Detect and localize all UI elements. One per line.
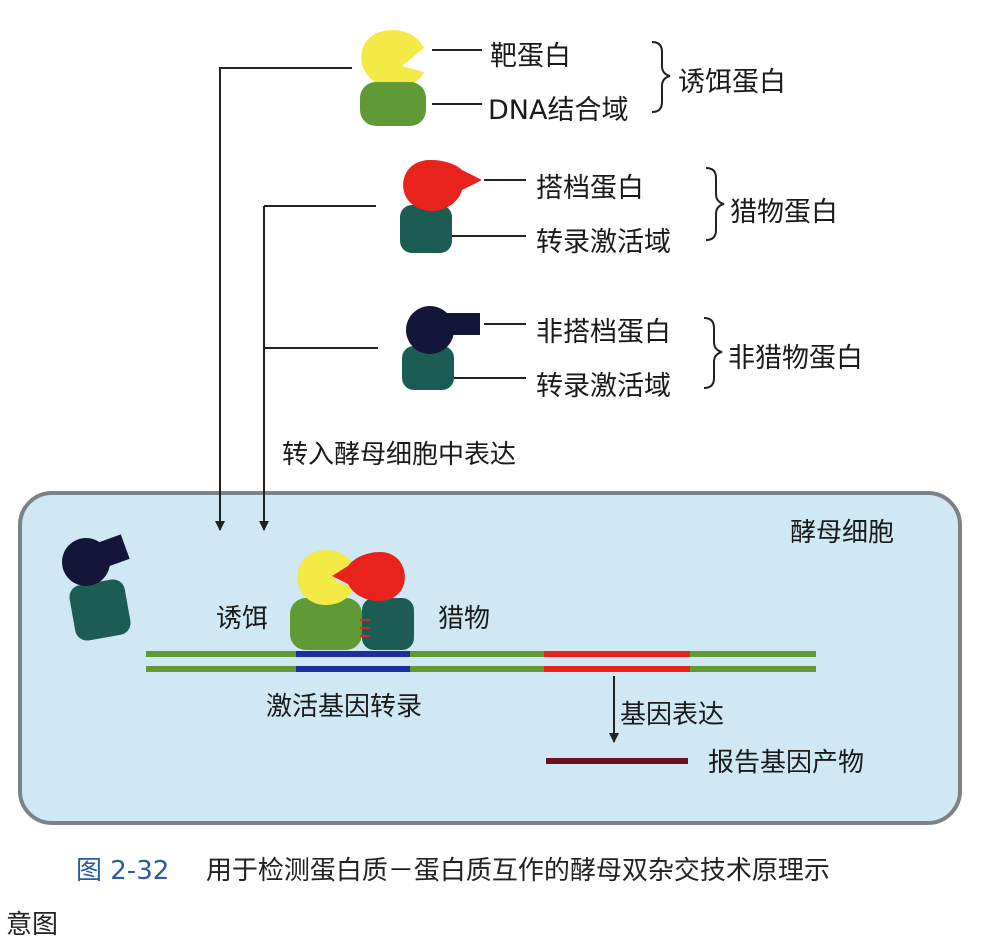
- reporter-product: [546, 758, 688, 764]
- non-prey-activation-domain: [402, 346, 454, 390]
- transfer-label: 转入酵母细胞中表达: [282, 440, 517, 470]
- prey-protein: [400, 160, 482, 253]
- activation-label: 激活基因转录: [266, 692, 423, 722]
- cell-title: 酵母细胞: [790, 518, 895, 548]
- non-prey-protein: [402, 306, 480, 390]
- reporter-gene: [544, 651, 690, 657]
- prey-partner-label: 搭档蛋白: [536, 173, 644, 204]
- caption-text-line1: 用于检测蛋白质－蛋白质互作的酵母双杂交技术原理示: [205, 856, 830, 886]
- yeast-cell: [18, 491, 962, 825]
- caption-text-line2: 意图: [6, 910, 59, 940]
- bait-group-label: 诱饵蛋白: [678, 67, 786, 98]
- cell-bait-prey-complex: [290, 550, 414, 650]
- expression-label: 基因表达: [620, 700, 725, 730]
- non-prey-partner-label: 非搭档蛋白: [536, 317, 671, 348]
- bait-protein: [360, 30, 426, 126]
- bait-transfer-arrow: [215, 67, 352, 531]
- bait-dna-binding-domain: [360, 82, 426, 126]
- cell-bait-label: 诱饵: [216, 604, 269, 634]
- bait-dbd-label: DNA结合域: [488, 95, 629, 126]
- prey-brace: [705, 167, 725, 241]
- bait-target-label: 靶蛋白: [490, 41, 571, 72]
- dna-strand: [146, 651, 816, 672]
- reporter-label: 报告基因产物: [708, 748, 865, 778]
- prey-ad-label: 转录激活域: [536, 227, 671, 258]
- prey-group-label: 猎物蛋白: [730, 197, 838, 228]
- figure-caption: 图 2-32 用于检测蛋白质－蛋白质互作的酵母双杂交技术原理示: [76, 850, 830, 887]
- non-prey-brace: [703, 317, 723, 389]
- non-prey-group-label: 非猎物蛋白: [728, 343, 863, 374]
- non-prey-ad-label: 转录激活域: [536, 371, 671, 402]
- bait-brace: [651, 41, 671, 113]
- cell-non-prey-protein: [62, 534, 131, 641]
- prey-activation-domain: [400, 205, 452, 253]
- prey-partner-protein: [403, 160, 482, 212]
- bait-target-protein: [361, 30, 424, 89]
- dna-binding-site: [296, 651, 410, 657]
- figure-number: 图 2-32: [76, 856, 170, 886]
- cell-prey-label: 猎物: [438, 604, 491, 634]
- non-prey-partner-protein: [406, 306, 454, 354]
